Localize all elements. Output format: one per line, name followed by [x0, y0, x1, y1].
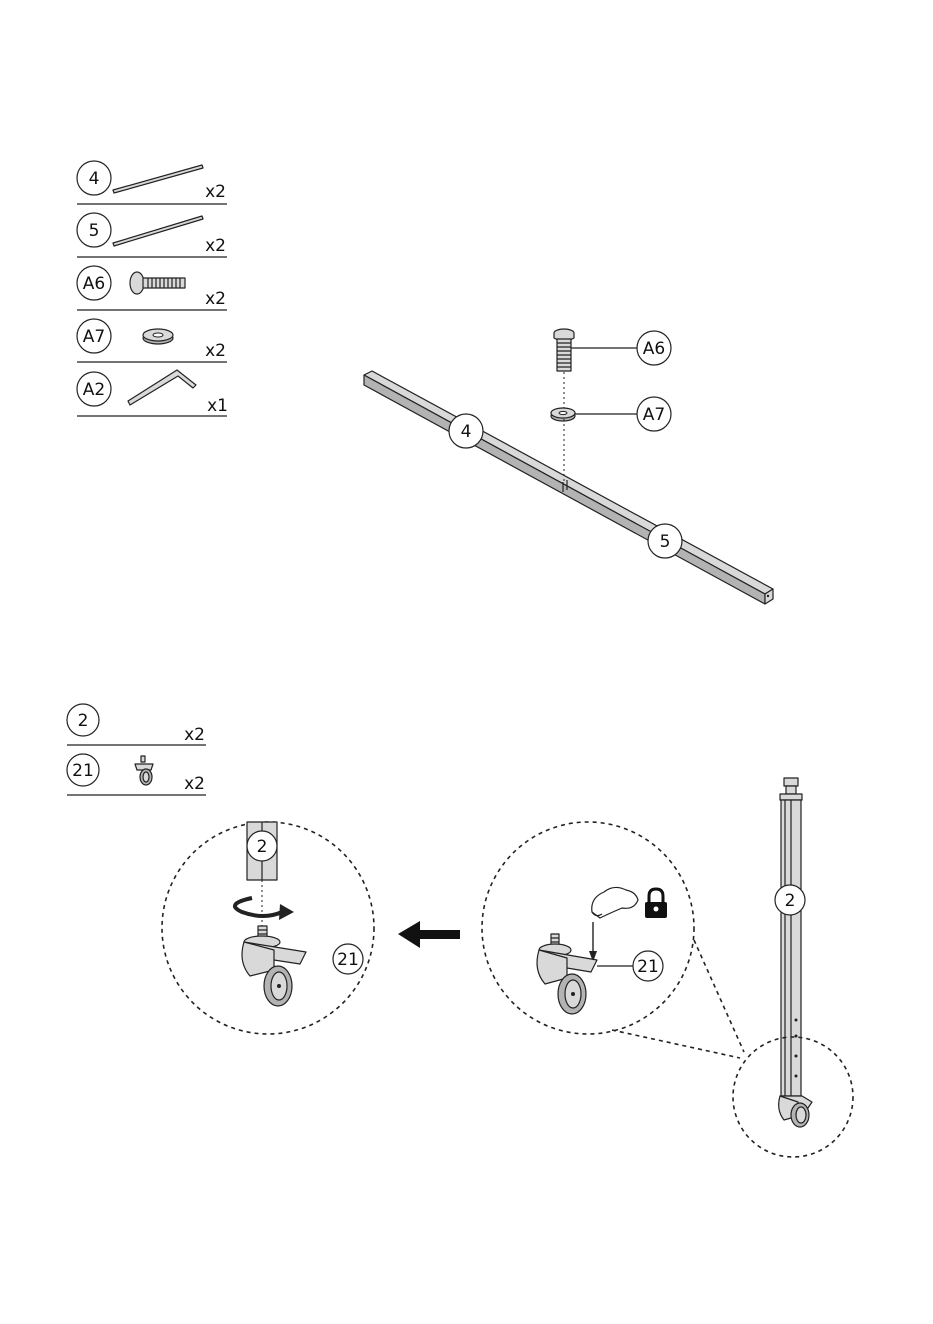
- part-qty: x2: [205, 341, 226, 361]
- caster-wheel-right: [537, 934, 597, 1014]
- lock-icon: [645, 889, 667, 918]
- caster-wheel-left: [242, 926, 306, 1006]
- detail-circle-left: 2 21: [162, 822, 374, 1034]
- part-label: 4: [89, 169, 100, 189]
- parts-row-a7: A7 x2: [77, 319, 227, 362]
- svg-text:21: 21: [637, 957, 659, 977]
- magnify-line: [612, 1030, 740, 1058]
- rod-icon: [113, 216, 203, 246]
- part-label: A2: [83, 380, 105, 400]
- svg-text:2: 2: [257, 837, 268, 857]
- svg-text:2: 2: [785, 891, 796, 911]
- parts-row-5: 5 x2: [77, 213, 227, 257]
- parts-row-a6: A6 x2: [77, 266, 227, 310]
- rod-icon: [113, 165, 203, 193]
- callout-a6: A6: [637, 331, 671, 365]
- square-rod-assembly: [364, 371, 773, 604]
- washer-icon: [143, 329, 173, 344]
- washer-a7: [551, 408, 575, 421]
- pole-caster-wheel: [779, 1096, 812, 1127]
- part-qty: x2: [205, 236, 226, 256]
- part-label: 5: [89, 221, 100, 241]
- allen-key-icon: [128, 370, 196, 405]
- pole-2-assembly: 2: [775, 778, 812, 1127]
- magnify-line: [694, 940, 744, 1052]
- callout-21-right: 21: [633, 951, 663, 981]
- step2-parts-list: 2 x2 21 x2: [67, 704, 206, 795]
- parts-row-4: 4 x2: [77, 161, 227, 204]
- bolt-a6: [554, 329, 574, 371]
- part-label: 21: [72, 761, 94, 781]
- callout-5: 5: [648, 524, 682, 558]
- detail-circle-right: 21: [482, 822, 694, 1034]
- caster-wheel-icon: [135, 756, 153, 785]
- rotate-arrow-icon: [235, 898, 294, 920]
- left-arrow-icon: [398, 921, 460, 948]
- callout-4: 4: [449, 414, 483, 448]
- part-qty: x2: [184, 774, 205, 794]
- part-label: A6: [83, 274, 105, 294]
- bolt-icon: [130, 272, 185, 294]
- callout-2-pole: 2: [775, 885, 805, 915]
- svg-text:A6: A6: [643, 339, 665, 359]
- callout-a7: A7: [637, 397, 671, 431]
- part-qty: x2: [184, 725, 205, 745]
- step1-parts-list: 4 x2 5 x2 A6 x2: [77, 161, 228, 416]
- callout-21-left: 21: [333, 944, 363, 974]
- part-label: A7: [83, 327, 105, 347]
- press-hand-icon: [589, 887, 638, 962]
- part-qty: x1: [207, 396, 228, 416]
- svg-text:21: 21: [337, 950, 359, 970]
- svg-text:4: 4: [461, 422, 472, 442]
- part-label: 2: [78, 711, 89, 731]
- part-qty: x2: [205, 182, 226, 202]
- svg-text:5: 5: [660, 532, 671, 552]
- step1-assembly: A6 A7 4 5: [364, 329, 773, 604]
- callout-2-left: 2: [247, 831, 277, 861]
- part-qty: x2: [205, 289, 226, 309]
- svg-text:A7: A7: [643, 405, 665, 425]
- parts-row-2: 2 x2: [67, 704, 206, 745]
- parts-row-21: 21 x2: [67, 754, 206, 795]
- parts-row-a2: A2 x1: [77, 370, 228, 416]
